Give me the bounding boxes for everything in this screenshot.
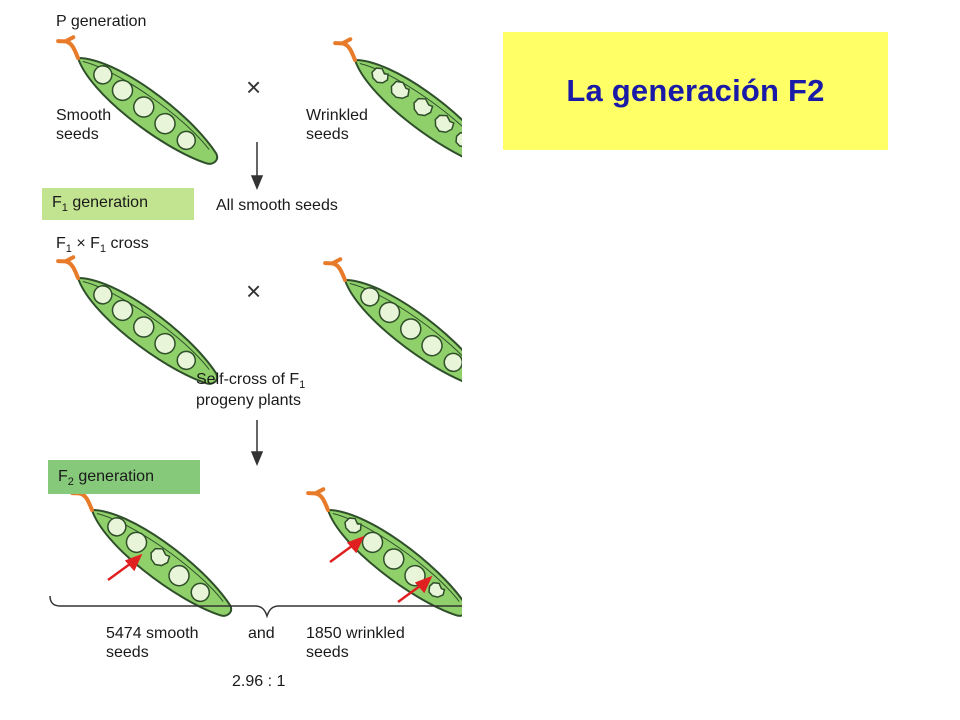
f2-subscript: 2 — [67, 476, 74, 488]
cross-symbol-f1: × — [246, 276, 262, 306]
pod-mixed-f2-right — [296, 481, 477, 626]
smooth-count-label: 5474 smooth seeds — [106, 625, 199, 661]
cross-symbol-p: × — [246, 72, 262, 102]
smooth-seeds-label: Smooth seeds — [56, 107, 112, 143]
f1-subscript: 1 — [61, 202, 68, 214]
cross-sub1: 1 — [65, 243, 72, 255]
red-arrow-1 — [107, 553, 143, 582]
all-smooth-seeds-label: All smooth seeds — [216, 197, 338, 214]
pod-wrinkled-p — [323, 31, 504, 176]
f1-cross-label: F1 × F1 cross — [56, 234, 149, 255]
cross-sub2: 1 — [99, 243, 107, 255]
f1-generation-badge: F1 generation — [42, 188, 194, 220]
and-label: and — [248, 625, 275, 642]
cross-f: F — [56, 235, 66, 252]
wrinkled-count-label: 1850 wrinkled seeds — [306, 625, 405, 661]
self-cross-sub: 1 — [299, 379, 306, 391]
red-arrow-2 — [329, 535, 365, 564]
f2-brace — [49, 595, 462, 619]
wrinkled-seeds-label: Wrinkled seeds — [306, 107, 368, 143]
p-generation-label: P generation — [56, 13, 147, 30]
down-arrow-1 — [250, 142, 264, 190]
red-arrow-3 — [397, 575, 433, 604]
f1-prefix: F — [52, 194, 62, 211]
f1-suffix: generation — [67, 194, 148, 211]
cross-suffix: cross — [106, 235, 149, 252]
f2-generation-badge: F2 generation — [48, 460, 200, 494]
pod-smooth-p — [46, 29, 227, 174]
down-arrow-2 — [250, 420, 264, 466]
f2-prefix: F — [58, 468, 68, 485]
pod-mixed-f2-left — [60, 481, 241, 626]
slide-title: La generación F2 — [566, 73, 825, 108]
ratio-label: 2.96 : 1 — [232, 673, 286, 690]
progeny-plants-text: progeny plants — [196, 392, 301, 409]
title-box: La generación F2 — [503, 32, 888, 150]
f2-suffix: generation — [73, 468, 154, 485]
pod-smooth-f1-right — [313, 251, 494, 396]
self-cross-text: Self-cross of F — [196, 371, 300, 388]
cross-times: × F — [71, 235, 100, 252]
